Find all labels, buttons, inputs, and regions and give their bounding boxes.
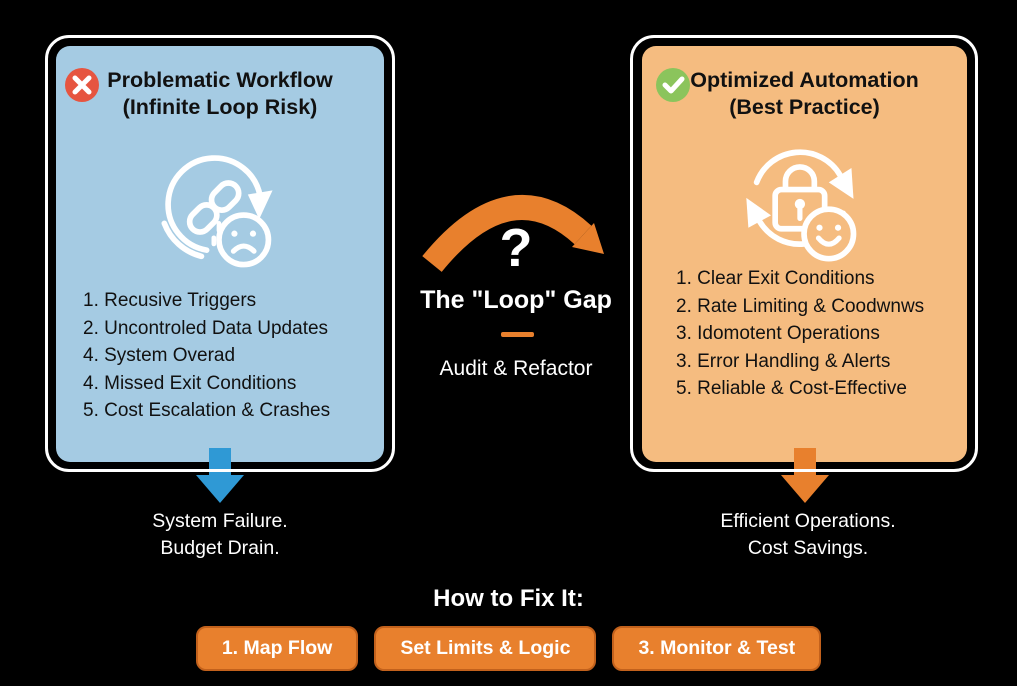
success-check-icon [655,67,691,103]
caption-line: Cost Savings. [747,537,869,559]
loop-broken-chain-sad-face-icon [153,142,287,282]
secure-cycle-lock-happy-face-icon [736,136,870,270]
list-item: 4. Missed Exit Conditions [83,372,297,394]
fix-buttons-row: 1. Map Flow Set Limits & Logic 3. Monito… [0,626,1017,671]
best-practice-list: 1. Clear Exit Conditions 2. Rate Limitin… [676,265,924,403]
problematic-card-title: Problematic Workflow (Infinite Loop Risk… [56,67,384,121]
fix-step-button-set-limits[interactable]: Set Limits & Logic [374,626,597,671]
title-line: Optimized Automation [690,68,919,92]
caption-line: System Failure. [152,510,288,532]
success-caption: Efficient Operations. Cost Savings. [683,508,933,562]
question-mark: ? [499,218,533,278]
caption-line: Efficient Operations. [720,510,896,532]
fix-heading: How to Fix It: [433,585,584,612]
problematic-workflow-card: Problematic Workflow (Infinite Loop Risk… [56,46,384,462]
list-item: 3. Idomotent Operations [676,323,880,344]
error-x-icon [64,67,100,103]
list-item: 2. Uncontroled Data Updates [83,317,329,339]
gap-subtitle: Audit & Refactor [439,357,593,380]
list-item: 1. Clear Exit Conditions [676,268,875,289]
fix-step-button-map-flow[interactable]: 1. Map Flow [195,626,359,671]
failure-down-arrow [196,448,244,508]
optimized-card-header: Optimized Automation (Best Practice) [642,46,967,121]
gap-arc-arrow-icon [420,190,605,275]
failure-caption: System Failure. Budget Drain. [95,508,345,562]
title-line: (Best Practice) [729,95,880,119]
list-item: 3. Error Handling & Alerts [676,350,891,372]
workflow-risk-list: 1. Recusive Triggers 2. Uncontroled Data… [83,287,330,425]
optimized-card-title: Optimized Automation (Best Practice) [642,67,967,121]
problematic-card-header: Problematic Workflow (Infinite Loop Risk… [56,46,384,121]
title-line: (Infinite Loop Risk) [122,95,318,119]
gap-title: The "Loop" Gap [420,286,612,314]
list-item: 5. Reliable & Cost-Effective [676,378,907,399]
list-item: 5. Cost Escalation & Crashes [83,400,331,421]
title-line: Problematic Workflow [107,68,333,92]
caption-line: Budget Drain. [160,537,280,559]
success-down-arrow [781,448,829,508]
list-item: 2. Rate Limiting & Coodwnws [676,295,925,317]
optimized-automation-card: Optimized Automation (Best Practice) [642,46,967,462]
list-item: 4. System Overad [83,345,236,366]
gap-divider [501,332,534,337]
fix-step-button-monitor-test[interactable]: 3. Monitor & Test [612,626,822,671]
list-item: 1. Recusive Triggers [83,290,257,311]
